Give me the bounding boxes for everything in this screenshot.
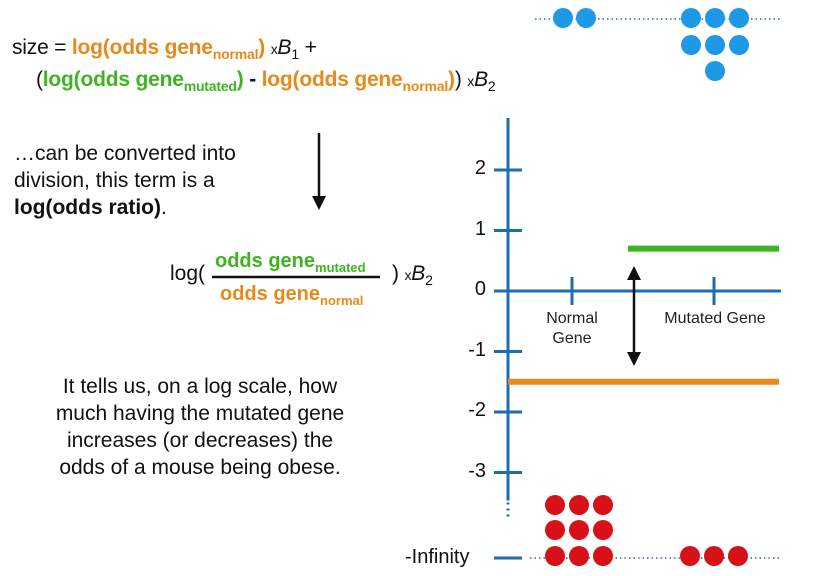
red-dots	[545, 495, 748, 566]
log-odds-normal-term-2: log(odds genenormal)	[261, 68, 455, 94]
axes	[494, 118, 781, 521]
double-arrow-icon	[627, 266, 641, 366]
infinity-label: -Infinity	[405, 546, 470, 568]
conversion-text: …can be converted into division, this te…	[14, 142, 236, 219]
y-tick-label: 2	[474, 157, 486, 179]
y-tick-label: -2	[468, 399, 486, 421]
y-tick-label: -1	[468, 338, 486, 361]
level-lines	[508, 245, 779, 385]
ratio-numerator: odds genemutated	[215, 250, 366, 275]
y-tick-label: -3	[468, 459, 486, 482]
category-normal-gene: Normal Gene	[546, 310, 598, 347]
log-odds-normal-term: log(odds genenormal)	[71, 36, 266, 62]
down-arrow-icon	[312, 133, 326, 210]
equation-line-1: size = log(odds genenormal) xB1 +	[12, 36, 317, 62]
size-eq: size =	[12, 36, 67, 59]
y-tick-label: 0	[474, 278, 486, 300]
ratio-denominator: odds genenormal	[220, 283, 364, 308]
log-odds-mutated-term: log(odds genemutated)	[42, 68, 244, 94]
blue-dots	[553, 8, 749, 81]
ratio-close: ) xB2	[392, 262, 433, 288]
ratio-log-open: log(	[170, 262, 206, 285]
explanation-text: It tells us, on a log scale, how much ha…	[55, 375, 345, 479]
category-mutated-gene: Mutated Gene	[664, 310, 766, 327]
y-tick-label: 1	[474, 217, 486, 240]
equation-line-2: (log(odds genemutated) - log(odds geneno…	[36, 68, 496, 94]
